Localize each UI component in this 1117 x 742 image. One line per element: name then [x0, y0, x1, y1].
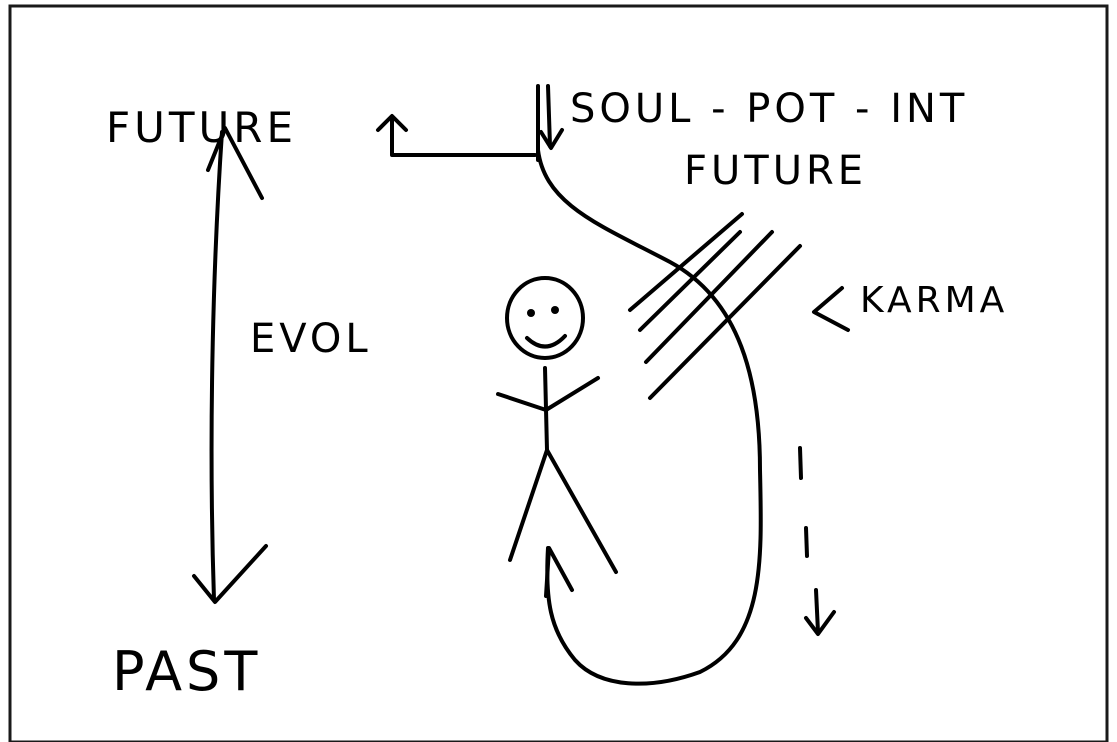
karma-hatch-3	[644, 230, 774, 364]
stick-figure-arms	[496, 376, 600, 412]
label-future-left: FUTURE	[106, 103, 297, 152]
label-past: PAST	[112, 640, 261, 703]
label-karma: KARMA	[860, 280, 1008, 321]
soul-down-arrow-head	[539, 128, 564, 150]
up-connector-line	[390, 116, 537, 157]
evolution-arrow-head-bottom	[192, 544, 268, 604]
dashed-down-arrow-dash-2	[804, 526, 809, 558]
stick-figure-eye-left	[527, 309, 535, 317]
soul-down-line-2	[546, 84, 552, 148]
dashed-down-arrow-dash-1	[798, 446, 803, 480]
karma-hatch-2	[638, 230, 742, 332]
stick-figure-eye-right	[551, 306, 559, 314]
stick-figure-legs	[508, 448, 618, 574]
label-evol: EVOL	[250, 316, 372, 362]
karma-hatch-4	[648, 244, 802, 400]
evolution-arrow-head-top	[206, 126, 264, 200]
karma-pointer-arrow	[812, 286, 850, 332]
karma-loop-path	[536, 148, 763, 686]
label-future-right: FUTURE	[684, 148, 867, 194]
sketch-frame	[8, 4, 1109, 742]
dashed-down-arrow-dash-3	[814, 588, 820, 634]
up-arrow-head	[376, 114, 408, 132]
label-soul-pot-int: SOUL - POT - INT	[570, 86, 968, 132]
dashed-down-arrow-head	[804, 610, 836, 636]
stick-figure	[496, 276, 618, 574]
karma-loop-arrow-head	[544, 546, 574, 598]
evolution-double-arrow	[209, 130, 224, 602]
stick-figure-head	[505, 276, 585, 360]
karma-hatch-1	[628, 212, 744, 312]
stick-figure-smile	[525, 334, 567, 349]
